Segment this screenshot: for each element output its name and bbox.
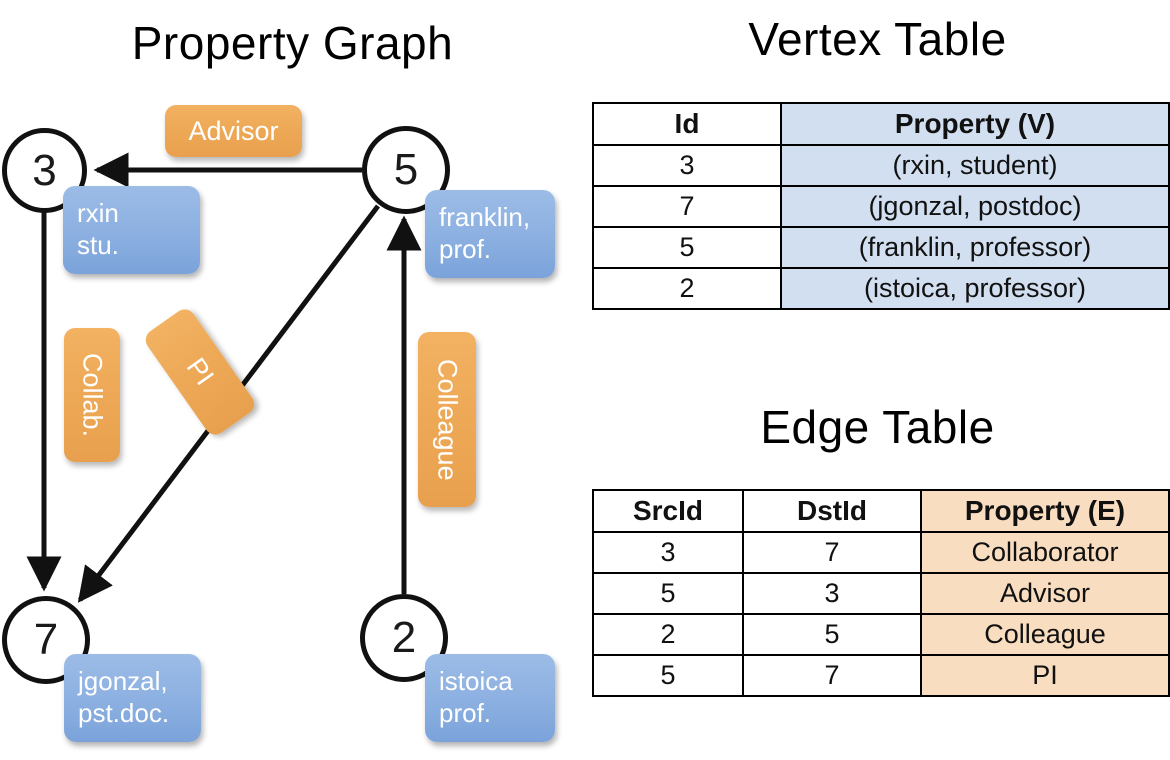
vertex-property-box-jgonzal[interactable]: jgonzal, pst.doc. — [64, 654, 201, 742]
vertex-property-franklin-line1: franklin, — [439, 202, 531, 233]
page-title-edge-table: Edge Table — [760, 401, 995, 453]
vertex-property-istoica-line1: istoica — [439, 666, 513, 697]
edge-property-advisor-label: Advisor — [188, 115, 279, 146]
edge-property-box-collab[interactable]: Collab. — [64, 328, 120, 462]
vertex-property-box-istoica[interactable]: istoica prof. — [425, 654, 555, 742]
graph-node-3-label: 3 — [32, 145, 57, 195]
vertex-table-col-id: Id — [592, 102, 782, 146]
edge-cell-srcid: 5 — [592, 654, 744, 697]
table-row: 5 (franklin, professor) — [592, 226, 1170, 269]
graph-node-2-label: 2 — [391, 613, 417, 662]
vertex-property-franklin-line2: prof. — [439, 234, 492, 264]
vertex-table-header-row: Id Property (V) — [592, 102, 1170, 146]
vertex-property-jgonzal-line1: jgonzal, — [78, 666, 168, 697]
edge-table-col-srcid: SrcId — [592, 489, 744, 533]
edge-table-col-property: Property (E) — [920, 489, 1170, 533]
vertex-property-rxin-line2: stu. — [77, 230, 119, 260]
edge-property-collab-label: Collab. — [77, 352, 108, 438]
edge-cell-property: Collaborator — [920, 531, 1170, 574]
graph-node-2[interactable]: 2 — [360, 594, 448, 682]
edge-cell-srcid: 3 — [592, 531, 744, 574]
graph-node-7-label: 7 — [33, 615, 59, 664]
vertex-cell-property: (jgonzal, postdoc) — [780, 185, 1170, 228]
table-row: 2 (istoica, professor) — [592, 267, 1170, 310]
edge-property-box-advisor[interactable]: Advisor — [165, 105, 302, 157]
edge-cell-srcid: 5 — [592, 572, 744, 615]
edge-cell-dstid: 7 — [742, 531, 922, 574]
graph-node-5-label: 5 — [393, 145, 419, 194]
vertex-property-jgonzal-line2: pst.doc. — [78, 698, 170, 728]
edge-cell-property: PI — [920, 654, 1170, 697]
edge-property-box-colleague[interactable]: Colleague — [418, 332, 476, 507]
vertex-cell-property: (rxin, student) — [780, 144, 1170, 187]
vertex-cell-property: (franklin, professor) — [780, 226, 1170, 269]
page-title-vertex-table: Vertex Table — [748, 13, 1007, 65]
table-row: 5 7 PI — [592, 654, 1170, 697]
table-row: 3 (rxin, student) — [592, 144, 1170, 187]
edge-cell-dstid: 5 — [742, 613, 922, 656]
vertex-table-col-property: Property (V) — [780, 102, 1170, 146]
vertex-cell-id: 7 — [592, 185, 782, 228]
vertex-property-box-franklin[interactable]: franklin, prof. — [425, 190, 555, 278]
edge-cell-dstid: 7 — [742, 654, 922, 697]
table-row: 7 (jgonzal, postdoc) — [592, 185, 1170, 228]
table-row: 2 5 Colleague — [592, 613, 1170, 656]
table-row: 3 7 Collaborator — [592, 531, 1170, 574]
graph-node-5[interactable]: 5 — [362, 126, 450, 214]
vertex-property-box-rxin[interactable]: rxin stu. — [63, 186, 200, 274]
edge-table-col-dstid: DstId — [742, 489, 922, 533]
edge-property-pi-label: PI — [180, 352, 221, 391]
vertex-property-rxin-line1: rxin — [77, 198, 119, 229]
vertex-cell-id: 2 — [592, 267, 782, 310]
edge-cell-property: Colleague — [920, 613, 1170, 656]
edge-cell-property: Advisor — [920, 572, 1170, 615]
vertex-property-istoica-line2: prof. — [439, 698, 492, 728]
edge-property-colleague-label: Colleague — [432, 358, 463, 481]
vertex-cell-id: 5 — [592, 226, 782, 269]
edge-table: SrcId DstId Property (E) 3 7 Collaborato… — [592, 489, 1170, 697]
vertex-cell-id: 3 — [592, 144, 782, 187]
vertex-table: Id Property (V) 3 (rxin, student) 7 (jgo… — [592, 102, 1170, 310]
vertex-cell-property: (istoica, professor) — [780, 267, 1170, 310]
page-title-property-graph: Property Graph — [131, 17, 454, 69]
edge-cell-dstid: 3 — [742, 572, 922, 615]
table-row: 5 3 Advisor — [592, 572, 1170, 615]
edge-cell-srcid: 2 — [592, 613, 744, 656]
edge-table-header-row: SrcId DstId Property (E) — [592, 489, 1170, 533]
property-graph-diagram: 3 5 7 2 rxin stu. franklin, prof. jgonza… — [2, 105, 555, 742]
